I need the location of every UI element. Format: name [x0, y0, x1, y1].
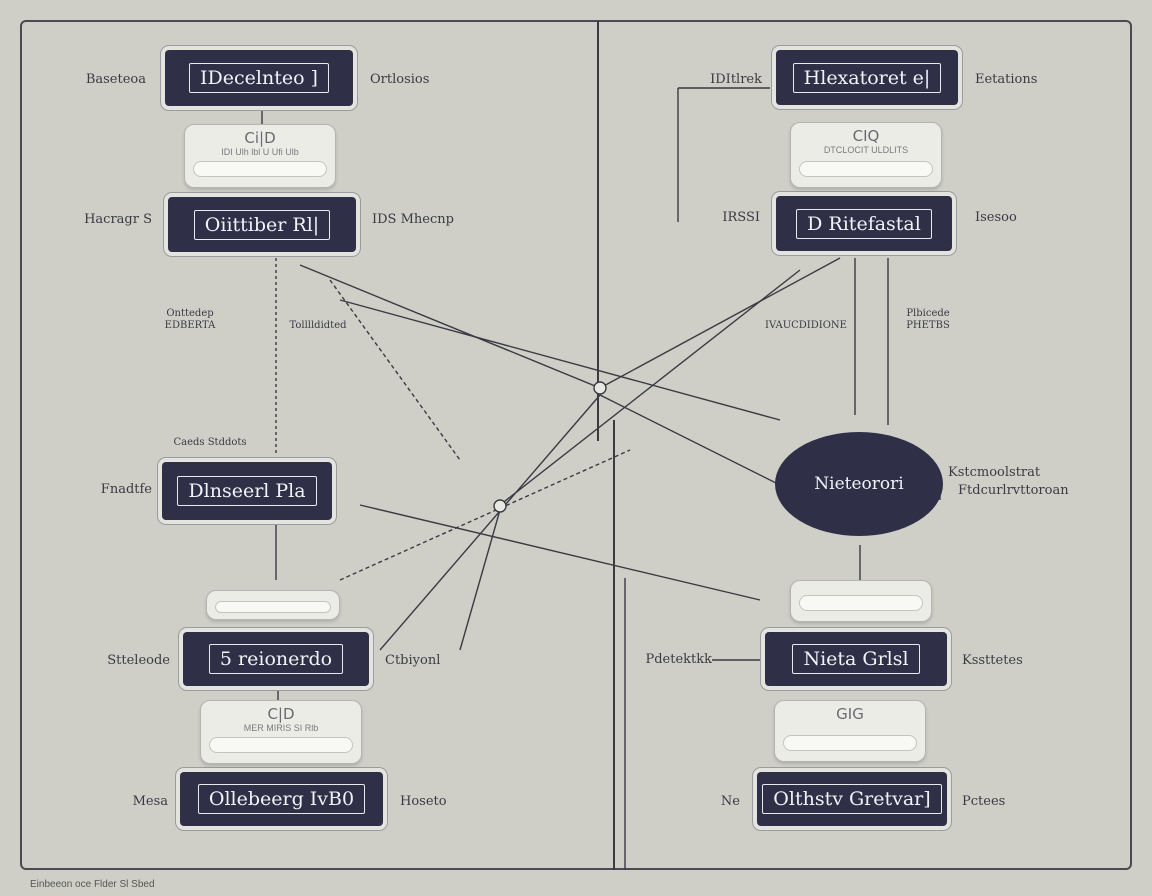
- annotation-right-b: Plbicede PHETBS: [906, 308, 950, 331]
- card-5: [790, 580, 932, 622]
- left-node-3-label: Dlnseerl Pla: [177, 476, 317, 506]
- left-node-4-label: 5 reionerdo: [208, 644, 344, 674]
- left-node-4[interactable]: 5 reionerdo: [183, 632, 369, 686]
- diagram-frame: [20, 20, 1132, 870]
- left-node-3-left-label: Fnadtfe: [100, 482, 152, 497]
- annotation-left-a: Onttedep EDBERTA: [164, 308, 216, 331]
- card-3-bar: [209, 737, 353, 753]
- left-node-1[interactable]: IDecelnteo ]: [165, 50, 353, 106]
- left-node-2-label: Oiittiber Rl|: [193, 209, 331, 240]
- right-node-4[interactable]: Olthstv Gretvar]: [757, 772, 947, 826]
- ellipse-right-label-2: Ftdcurlrvttoroan: [958, 483, 1069, 498]
- left-node-3[interactable]: Dlnseerl Pla: [162, 462, 332, 520]
- card-6-caption: GIG: [836, 705, 864, 723]
- card-6: GIG: [774, 700, 926, 762]
- card-1-bar: [193, 161, 327, 177]
- left-node-1-right-label: Ortlosios: [370, 72, 430, 87]
- left-node-5-right-label: Hoseto: [400, 794, 447, 809]
- card-3-sub: MER MIRIS SI Rlb: [243, 723, 319, 733]
- card-2: [206, 590, 340, 620]
- ellipse-node-label: Nieteorori: [814, 474, 904, 494]
- left-node-5[interactable]: Ollebeerg IvB0: [180, 772, 383, 826]
- center-divider-lower: [613, 420, 615, 870]
- right-node-4-left-label: Ne: [720, 794, 740, 809]
- card-2-bar: [215, 601, 331, 613]
- annotation-left-b: Tolllldidted: [289, 320, 347, 331]
- card-4-bar: [799, 161, 933, 177]
- card-1: Ci|D IDI Ulh lbl U Ufi Ulb: [184, 124, 336, 188]
- ellipse-node[interactable]: Nieteorori: [775, 432, 943, 536]
- footer-caption: Einbeeon oce Flder Sl Sbed: [30, 879, 155, 890]
- card-6-bar: [783, 735, 917, 751]
- annotation-right-a: IVAUCDIDIONE: [765, 320, 847, 331]
- card-4-sub: DTCLOCIT ULDLITS: [823, 145, 909, 155]
- left-node-2-left-label: Hacragr S: [84, 212, 152, 227]
- right-node-3[interactable]: Nieta Grlsl: [765, 632, 947, 686]
- card-3-caption: C|D: [267, 705, 295, 723]
- card-5-bar: [799, 595, 923, 611]
- right-node-1-left-label: IDItlrek: [710, 72, 762, 87]
- left-node-4-left-label: Stteleode: [107, 653, 170, 668]
- left-node-2[interactable]: Oiittiber Rl|: [168, 197, 356, 252]
- right-node-1[interactable]: Hlexatoret e|: [776, 50, 958, 105]
- right-node-4-label: Olthstv Gretvar]: [762, 784, 942, 814]
- right-node-2-label: D Ritefastal: [796, 208, 932, 239]
- right-node-2-left-label: IRSSI: [722, 210, 760, 225]
- card-4-caption: CIQ: [852, 127, 880, 145]
- right-node-4-right-label: Pctees: [962, 794, 1006, 809]
- card-1-sub: IDI Ulh lbl U Ufi Ulb: [221, 147, 299, 157]
- left-node-1-left-label: Baseteoa: [85, 72, 146, 87]
- center-divider: [597, 21, 599, 441]
- right-node-2[interactable]: D Ritefastal: [776, 196, 952, 251]
- left-node-5-left-label: Mesa: [132, 794, 168, 809]
- card-4: CIQ DTCLOCIT ULDLITS: [790, 122, 942, 188]
- right-node-3-label: Nieta Grlsl: [792, 644, 920, 674]
- left-node-4-right-label: Ctbiyonl: [385, 653, 441, 668]
- card-3: C|D MER MIRIS SI Rlb: [200, 700, 362, 764]
- left-node-2-right-label: IDS Mhecnp: [372, 212, 454, 227]
- right-node-3-right-label: Kssttetes: [962, 653, 1023, 668]
- ellipse-right-label-1: Kstcmoolstrat: [948, 465, 1041, 480]
- card-1-caption: Ci|D: [244, 129, 276, 147]
- left-node-1-label: IDecelnteo ]: [189, 63, 329, 93]
- annotation-left-mid: Caeds Stddots: [173, 437, 247, 448]
- right-node-1-label: Hlexatoret e|: [792, 62, 942, 93]
- left-node-5-label: Ollebeerg IvB0: [197, 784, 366, 814]
- right-node-3-left-label: Pdetektkk: [645, 652, 712, 667]
- right-node-2-right-label: Isesoo: [975, 210, 1017, 225]
- right-node-1-right-label: Eetations: [975, 72, 1038, 87]
